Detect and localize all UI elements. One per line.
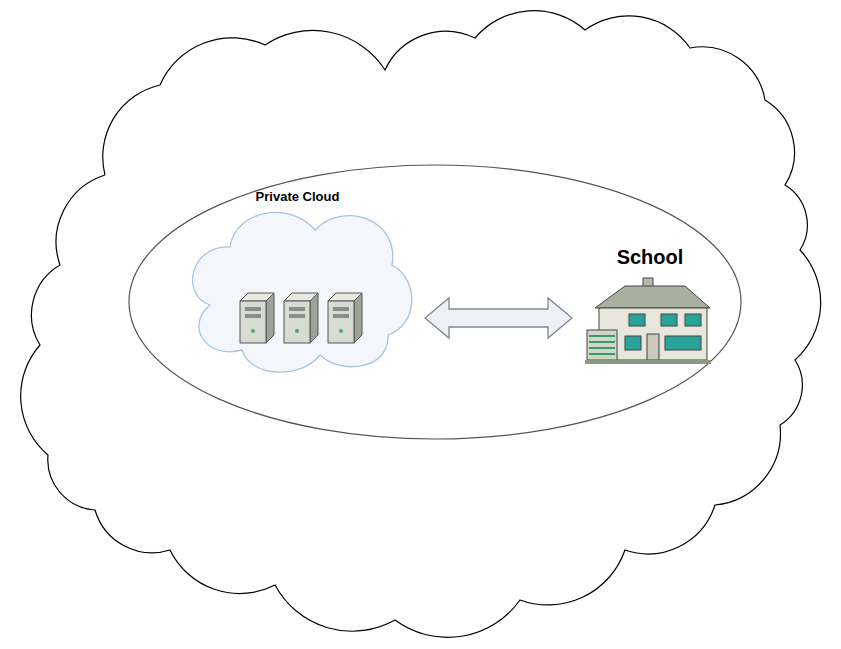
node-label: Private Cloud [180, 185, 415, 204]
double-arrow [425, 298, 572, 338]
server-icon [284, 293, 318, 343]
server-icon [328, 293, 362, 343]
private-cloud: Private Cloud [180, 185, 415, 375]
cloud-outline [193, 212, 412, 372]
boundary-ellipse [129, 165, 741, 439]
server-icon [240, 293, 274, 343]
school-building: School [580, 240, 720, 365]
node-label: School [580, 240, 720, 269]
cloud-shape [180, 185, 415, 375]
outer-cloud [21, 11, 821, 638]
